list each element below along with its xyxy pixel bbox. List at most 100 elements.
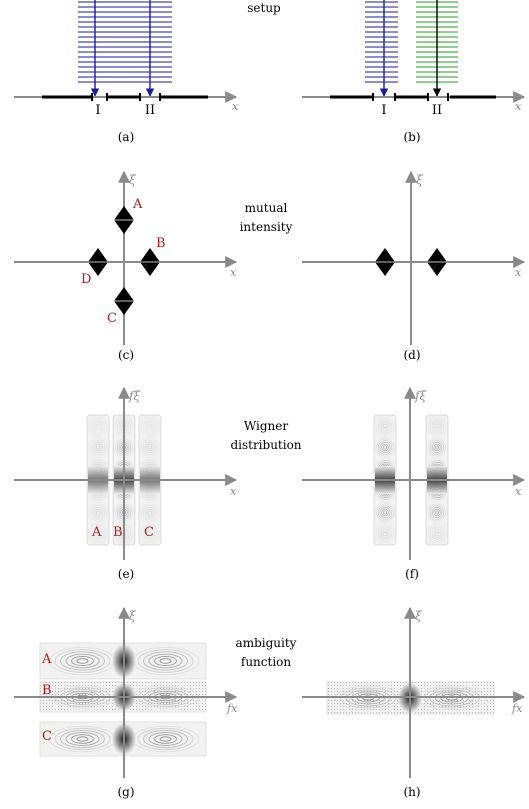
- wigner-contour: [144, 441, 156, 454]
- wigner-contour: [139, 415, 161, 437]
- wigner-contour: [377, 440, 393, 455]
- panel-label-f: (f): [405, 567, 419, 581]
- x-axis-label: x: [515, 266, 522, 279]
- wigner-contour: [428, 525, 446, 544]
- wigner-contour: [146, 508, 154, 517]
- slit-edge: [139, 93, 141, 101]
- panel-h: ξ fx (h): [302, 606, 526, 799]
- wigner-contour: [89, 525, 107, 544]
- ambiguity-contour: [76, 658, 89, 664]
- x-axis-label: x: [232, 100, 239, 113]
- wigner-contour: [374, 415, 396, 437]
- wigner-contour: [147, 510, 153, 515]
- x-axis-label: x: [515, 100, 522, 113]
- wigner-contour: [433, 530, 441, 539]
- wigner-contour: [428, 416, 446, 435]
- wigner-contour: [431, 528, 443, 540]
- wigner-contour: [94, 530, 102, 539]
- marker-A: A: [132, 197, 143, 212]
- slit-edge: [106, 93, 108, 101]
- row-label-wigner-2: distribution: [230, 438, 301, 452]
- panel-label-g: (g): [117, 785, 134, 799]
- wigner-contour: [87, 415, 109, 437]
- wigner-contour: [433, 443, 441, 452]
- wigner-contour: [374, 523, 396, 545]
- slit-label-II: II: [145, 103, 155, 118]
- wigner-contour: [90, 418, 106, 434]
- wigner-contour: [376, 503, 394, 522]
- panel-b: I II x (b): [302, 0, 526, 144]
- wigner-contour: [146, 421, 154, 430]
- wigner-contour: [87, 436, 109, 459]
- marker-C: C: [144, 525, 154, 540]
- row-label-ambiguity-1: ambiguity: [236, 636, 297, 650]
- wigner-contour: [429, 526, 445, 542]
- wigner-contour: [382, 532, 388, 537]
- wigner-contour: [434, 445, 440, 450]
- row-label-mutual-2: intensity: [240, 220, 293, 234]
- wigner-contour: [139, 501, 161, 524]
- wigner-contour: [147, 445, 153, 450]
- wigner-contour: [92, 506, 104, 519]
- ambiguity-contour: [148, 653, 183, 669]
- ambiguity-contour: [60, 651, 105, 671]
- wigner-contour: [147, 423, 153, 428]
- wigner-contour: [94, 508, 102, 517]
- wigner-contour: [376, 438, 394, 457]
- marker-A: A: [91, 525, 102, 540]
- wigner-contour: [381, 508, 389, 517]
- wigner-contour: [429, 440, 445, 455]
- wigner-contour: [139, 523, 161, 545]
- blue-wave-lines: [365, 1, 398, 83]
- xi-axis-label: ξ: [129, 609, 137, 623]
- marker-C: C: [107, 311, 117, 326]
- x-axis-label: x: [230, 266, 237, 279]
- wigner-contour: [434, 510, 440, 515]
- wigner-contour: [434, 423, 440, 428]
- wigner-contour: [379, 420, 391, 432]
- wigner-contour: [382, 423, 388, 428]
- wigner-contour: [426, 501, 448, 524]
- ambiguity-contour: [159, 736, 172, 742]
- wigner-contour: [433, 508, 441, 517]
- wigner-contour: [90, 526, 106, 542]
- wigner-contour: [374, 436, 396, 459]
- wigner-contour: [146, 530, 154, 539]
- wigner-contour: [141, 525, 159, 544]
- blue-wave-lines: [78, 1, 172, 83]
- wigner-contour: [426, 415, 448, 437]
- wigner-contour: [429, 505, 445, 520]
- marker-C: C: [42, 729, 52, 744]
- slit-edge: [447, 93, 449, 101]
- row-label-setup: setup: [247, 1, 281, 15]
- wigner-contour: [147, 532, 153, 537]
- panel-d: ξ x (d): [302, 170, 526, 362]
- row-label-wigner-1: Wigner: [244, 419, 288, 433]
- f-x-axis-label: fx: [226, 702, 238, 715]
- wigner-contour: [144, 506, 156, 519]
- panel-label-d: (d): [403, 348, 420, 362]
- wigner-contour: [382, 445, 388, 450]
- marker-D: D: [81, 272, 91, 287]
- wigner-contour: [89, 416, 107, 435]
- ambiguity-contour: [154, 655, 177, 667]
- ambiguity-contour: [143, 729, 188, 749]
- panel-label-b: (b): [403, 130, 420, 144]
- wigner-contour: [376, 416, 394, 435]
- ambiguity-contour: [143, 651, 188, 671]
- wigner-contour: [431, 441, 443, 454]
- row-label-ambiguity-2: function: [241, 655, 292, 669]
- panel-f: fξ x (f): [302, 386, 526, 581]
- ambiguity-contour: [137, 727, 194, 751]
- wigner-contour: [426, 436, 448, 459]
- ambiguity-contour: [60, 729, 105, 749]
- wigner-contour: [382, 510, 388, 515]
- wigner-contour: [94, 443, 102, 452]
- ambiguity-contour: [65, 653, 100, 669]
- panel-label-h: (h): [403, 785, 420, 799]
- wigner-contour: [379, 528, 391, 540]
- ambiguity-contour: [76, 736, 89, 742]
- wigner-contour: [428, 438, 446, 457]
- slit-edge: [372, 93, 374, 101]
